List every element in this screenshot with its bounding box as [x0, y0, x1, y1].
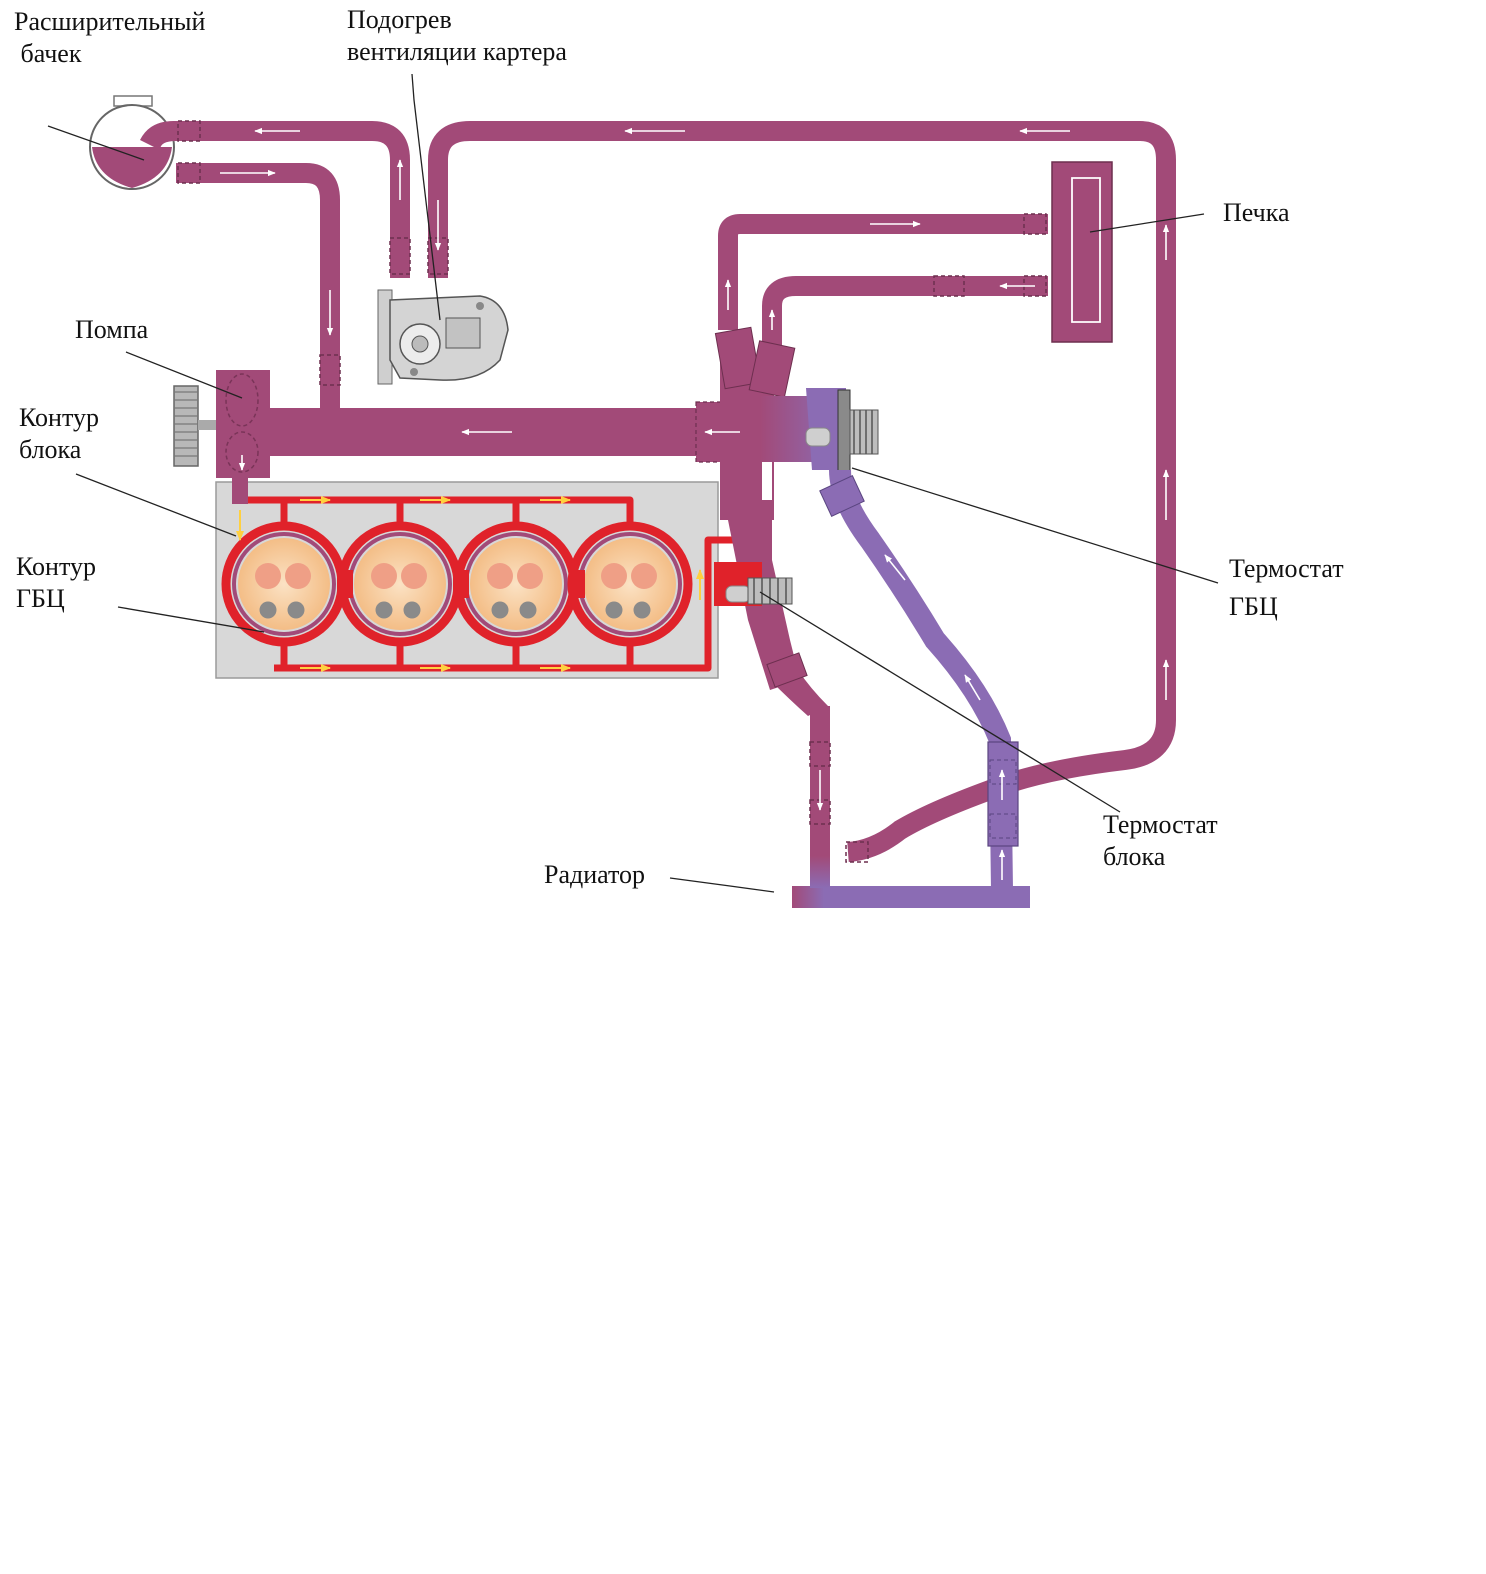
flow-arrows	[220, 127, 1170, 880]
cylinder-1	[221, 521, 347, 647]
heater-label: Печка	[1223, 198, 1290, 227]
thermostat-icon	[837, 389, 879, 475]
crankcase-heating-label: Подогрев вентиляции картера	[347, 5, 567, 66]
thermostat-housing	[714, 326, 828, 716]
cold-pipe	[819, 469, 1019, 891]
pump-label: Помпа	[75, 315, 149, 344]
expansion-tank-label: Расширительный бачек	[14, 7, 206, 68]
pipe-couplers	[177, 120, 1047, 863]
head-thermostat-label: Термостат ГБЦ	[1229, 554, 1344, 621]
heater	[1051, 161, 1113, 343]
cylinder-2	[337, 521, 463, 647]
cylinder-4	[567, 521, 693, 647]
block-thermostat-label: Термостат блока	[1103, 810, 1218, 871]
valve-housing-icon	[389, 295, 509, 381]
engine-flow-arrows	[236, 496, 704, 672]
leader-lines	[47, 73, 1219, 893]
head-thermostat	[760, 388, 879, 475]
cylinder-bridges	[337, 570, 585, 598]
cylinder-3	[453, 521, 579, 647]
expansion-tank	[89, 95, 176, 190]
cylinders	[221, 521, 693, 647]
pump	[173, 370, 270, 504]
hot-pipes	[176, 121, 1176, 890]
radiator	[792, 856, 1030, 908]
radiator-label: Радиатор	[544, 860, 646, 889]
crankcase-heater	[377, 289, 509, 385]
block-thermostat	[714, 562, 793, 606]
pulley-icon	[174, 391, 198, 457]
block-circuit-label: Контур блока	[19, 403, 99, 464]
head-circuit-label: Контур ГБЦ	[16, 552, 96, 613]
